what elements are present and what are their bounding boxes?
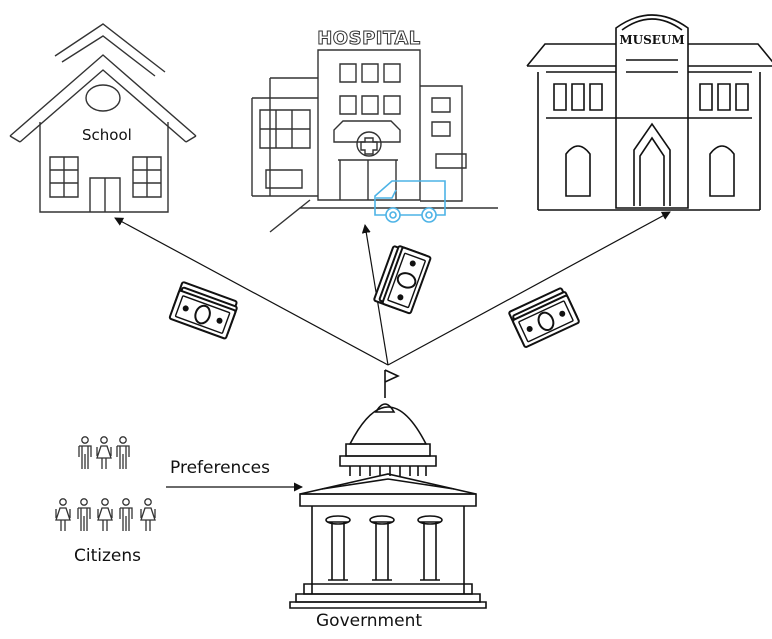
- person-icon: [77, 498, 91, 532]
- ambulance-icon: [374, 180, 446, 223]
- funding-arrows: [114, 211, 671, 492]
- school-building-icon: [9, 23, 197, 213]
- government-label: Government: [316, 611, 423, 631]
- arrow-to-school: [114, 217, 389, 366]
- person-icon: [140, 498, 156, 532]
- money-bills-icon: [507, 285, 581, 349]
- money-bills-icon: [168, 280, 241, 340]
- person-icon: [119, 498, 133, 532]
- person-icon: [96, 436, 112, 470]
- citizens-label: Citizens: [74, 546, 141, 566]
- person-icon: [78, 436, 92, 470]
- money-bills-icon: [372, 242, 432, 315]
- preferences-label: Preferences: [170, 458, 270, 478]
- arrow-to-museum: [387, 211, 671, 366]
- person-icon: [55, 498, 71, 532]
- person-icon: [116, 436, 130, 470]
- museum-sign: MUSEUM: [619, 33, 684, 47]
- person-icon: [97, 498, 113, 532]
- government-building-icon: [289, 369, 487, 609]
- citizens-group: [55, 436, 156, 532]
- school-label: School: [82, 126, 132, 144]
- hospital-sign: HOSPITAL: [317, 28, 421, 49]
- museum-building-icon: [526, 14, 772, 211]
